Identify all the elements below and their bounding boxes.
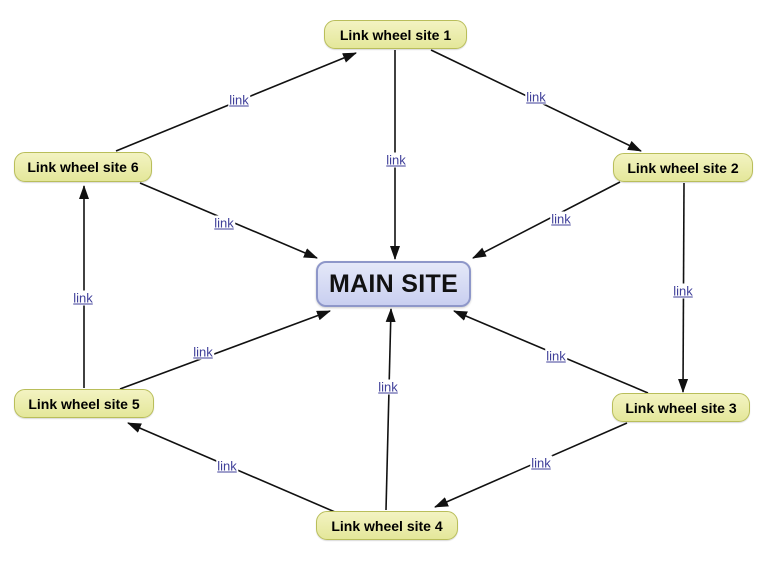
edge-link-label[interactable]: link xyxy=(550,211,572,227)
edge-link-label[interactable]: link xyxy=(525,89,547,105)
edge-arrow-site2-to-main xyxy=(472,181,621,259)
edge-link-label[interactable]: link xyxy=(228,92,250,108)
node-main-site: MAIN SITE xyxy=(316,261,471,307)
node-link-wheel-site-4: Link wheel site 4 xyxy=(316,511,458,540)
edge-arrow-site5-to-main xyxy=(119,310,331,390)
node-link-wheel-site-3: Link wheel site 3 xyxy=(612,393,750,422)
edge-link-label[interactable]: link xyxy=(530,455,552,471)
edge-link-label[interactable]: link xyxy=(672,283,694,299)
edge-link-label[interactable]: link xyxy=(192,344,214,360)
node-label: Link wheel site 3 xyxy=(625,399,737,416)
node-label: Link wheel site 4 xyxy=(331,517,443,534)
edge-link-label[interactable]: link xyxy=(216,458,238,474)
node-label: Link wheel site 6 xyxy=(27,159,139,175)
edge-link-label[interactable]: link xyxy=(213,215,235,231)
node-label: Link wheel site 5 xyxy=(28,395,140,412)
node-link-wheel-site-1: Link wheel site 1 xyxy=(324,20,467,49)
node-link-wheel-site-5: Link wheel site 5 xyxy=(14,389,154,418)
edge-link-label[interactable]: link xyxy=(385,152,407,168)
edge-link-label[interactable]: link xyxy=(545,348,567,364)
edge-arrow-site4-to-main xyxy=(385,308,396,511)
node-label: Link wheel site 1 xyxy=(339,26,452,43)
edge-link-label[interactable]: link xyxy=(377,379,399,395)
edge-link-label[interactable]: link xyxy=(72,290,94,306)
node-link-wheel-site-2: Link wheel site 2 xyxy=(613,153,753,182)
node-label: Link wheel site 2 xyxy=(627,159,739,176)
node-link-wheel-site-6: Link wheel site 6 xyxy=(14,152,152,182)
main-site-label: MAIN SITE xyxy=(328,269,459,298)
